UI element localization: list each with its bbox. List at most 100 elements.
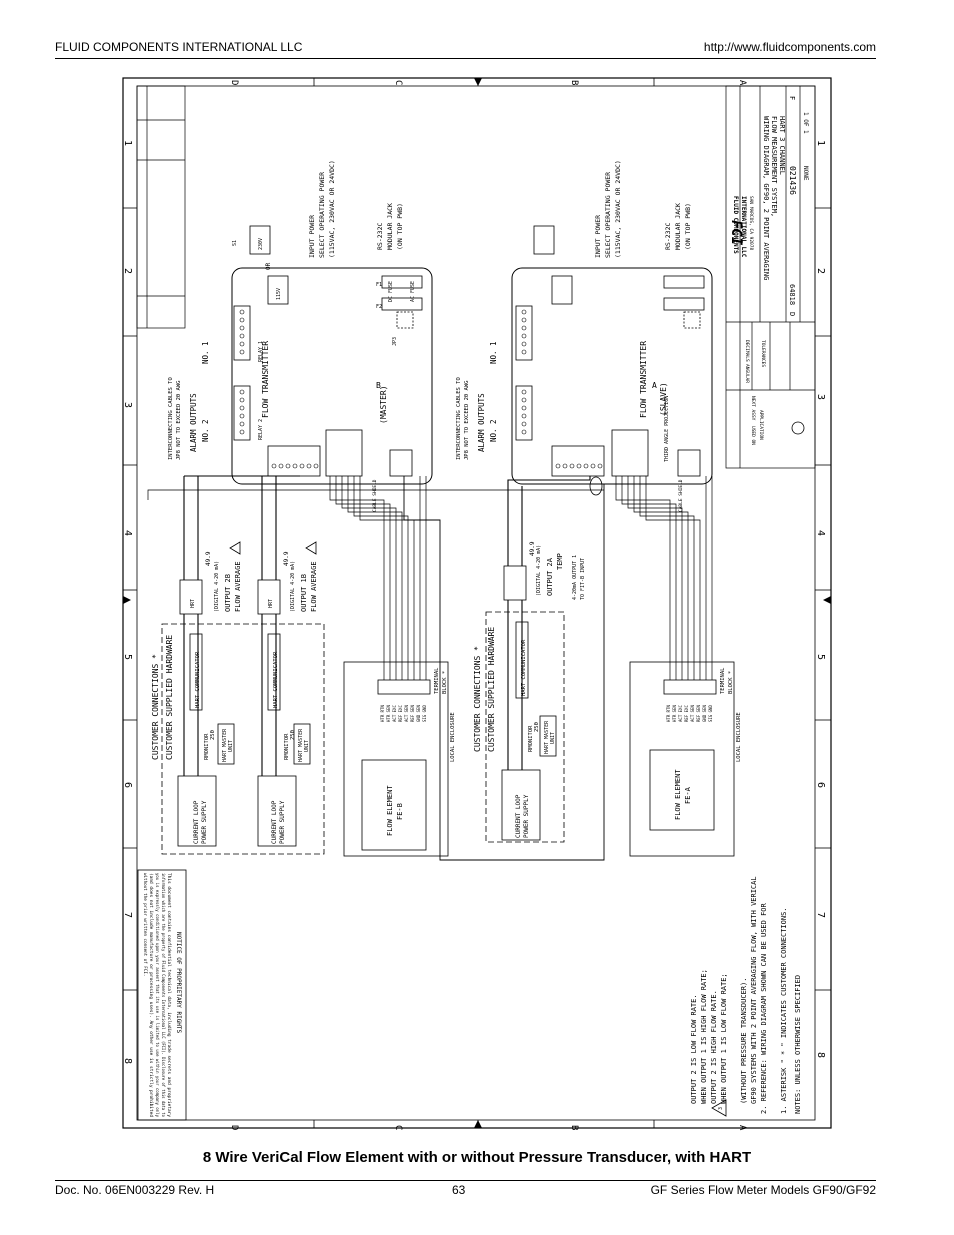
transmitter-a-jp3-block (611, 429, 649, 477)
border-row-d-bottom: D (229, 1125, 239, 1130)
element-a-body (649, 749, 715, 831)
proprietary-title: NOTICE OF PROPRIETARY RIGHTS (175, 932, 182, 1034)
footer-doc-number: Doc. No. 06EN003229 Rev. H (55, 1183, 215, 1197)
border-col-4-left: 4 (122, 530, 133, 536)
element-a-pin-8: SIG GND (708, 705, 713, 722)
title-block-used-on: USED ON (750, 426, 756, 445)
border-row-a-top: A (737, 80, 747, 86)
transmitter-b-rs232-1: RS-232C (376, 223, 384, 250)
center-mark-right (823, 596, 831, 604)
transmitter-a-alarm-no1: NO. 1 (489, 341, 498, 364)
customer-b-out2-2: OUTPUT 2B (224, 574, 232, 612)
border-col-8-left: 8 (122, 1058, 133, 1064)
company-url[interactable]: http://www.fluidcomponents.com (703, 40, 876, 54)
transmitter-a-jp7 (677, 449, 701, 477)
element-b-pin-8: SIG GND (422, 705, 427, 722)
transmitter-b-s1: S1 (232, 240, 238, 246)
border-row-c-bottom: C (393, 1125, 403, 1130)
element-b-terminal (377, 679, 431, 695)
element-b: FLOW ELEMENT FE-B LOCAL ENCLOSURE TERMIN… (329, 476, 456, 857)
element-a-pin-3: ACT EXC (678, 705, 683, 722)
transmitter-a-switch-115 (551, 275, 573, 305)
customer-a-out-3: TEMP (556, 553, 564, 570)
transmitter-a-jp3-jack (683, 311, 701, 329)
notes-n3c: WHEN OUTPUT 1 IS HIGH FLOW RATE; (700, 969, 708, 1104)
transmitter-b: FLOW TRANSMITTER B (MASTER) INTERCONNECT… (168, 160, 433, 485)
title-block-fscm: 64818 (788, 284, 796, 305)
transmitter-b-switch-230 (249, 225, 271, 255)
transmitter-b-power-2: SELECT OPERATING POWER (318, 172, 326, 258)
transmitter-b-interconnect-1: INTERCONNECTING CABLES TO (168, 377, 174, 460)
figure-caption: 8 Wire VeriCal Flow Element with or with… (202, 1149, 752, 1166)
customer-b-hrt: HRT (190, 599, 196, 608)
proprietary-line-1: This document contains confidential tech… (167, 873, 172, 1118)
customer-b-note3-triangle-2 (305, 541, 317, 555)
customer-a: CUSTOMER CONNECTIONS * CUSTOMER SUPPLIED… (473, 476, 603, 843)
notes-n3a: WHEN OUTPUT 1 IS LOW FLOW RATE; (720, 973, 728, 1104)
element-b-terminal-2: BLOCK * (442, 671, 448, 694)
customer-b-out2-3: FLOW AVERAGE (234, 561, 242, 612)
company-name: FLUID COMPONENTS INTERNATIONAL LLC (55, 40, 303, 54)
customer-a-loop-1: CURRENT LOOP (515, 794, 522, 838)
customer-b-hart-master-2: UNIT (228, 740, 234, 752)
transmitter-a-letter: A (652, 381, 657, 390)
transmitter-a-interconnect-2: JP8 NOT TO EXCEED 20 AWG (464, 381, 470, 460)
footer-page-number: 63 (452, 1183, 466, 1197)
element-a-pin-5: ACT SEN (690, 705, 695, 722)
customer-b-loop-3: CURRENT LOOP (271, 800, 278, 844)
title-block-text: FLUID COMPONENTS INTERNATIONAL LLC SAN M… (664, 96, 809, 462)
element-b-pin-3: ACT EXC (392, 705, 397, 722)
notes-n2a: 2. REFERENCE: WIRING DIAGRAM SHOWN CAN B… (760, 902, 768, 1114)
element-a-pin-6: REF SEN (696, 705, 701, 722)
transmitter-b-rs232-2: MODULAR JACK (386, 203, 394, 250)
element-a-enclosure (629, 661, 735, 857)
element-a-title-1: FLOW ELEMENT (674, 769, 682, 820)
element-b-pin-7: GND SEN (416, 705, 421, 722)
ground-link (147, 489, 604, 500)
title-block-company-3: SAN MARCOS, CA 92078 (748, 196, 754, 250)
transmitter-b-f1 (381, 275, 423, 289)
customer-a-out-2: OUTPUT 2A (546, 557, 554, 596)
element-b-cable-shield: CABLE SHIELD (372, 479, 378, 512)
element-b-title-2: FE-B (396, 803, 404, 820)
transmitter-b-jp3-block (325, 429, 363, 477)
customer-b-loop-supply-2 (257, 775, 297, 847)
transmitter-a-power-1: INPUT POWER (594, 215, 602, 258)
customer-b-hart-comm-2 (267, 633, 281, 711)
customer-a-shield-ring (589, 476, 603, 496)
customer-b-hart-comm (189, 633, 203, 711)
border-cols-right: 8 7 6 5 4 3 2 1 (815, 140, 826, 1058)
title-block-size: D (788, 312, 796, 316)
transmitter-b-terminal-dots (239, 309, 319, 469)
transmitter-b-alarm-no1: NO. 1 (201, 341, 210, 364)
transmitter-a-jp8 (551, 445, 605, 477)
transmitter-a-rs232-1: RS-232C (664, 223, 672, 250)
customer-b-hrt-box (179, 579, 203, 615)
customer-b-title-2: CUSTOMER SUPPLIED HARDWARE (165, 635, 174, 760)
transmitter-a-rs232-2: MODULAR JACK (674, 203, 682, 250)
element-b-body (361, 759, 427, 851)
footer-rule (55, 1180, 876, 1181)
footer-product: GF Series Flow Meter Models GF90/GF92 (650, 1183, 876, 1197)
customer-b-out1-1: (DIGITAL 4-20 mA) (290, 561, 296, 612)
border-col-4-right: 4 (815, 530, 826, 536)
transmitter-b-f1-label: F1 (376, 282, 382, 288)
customer-a-loop-2: POWER SUPPLY (523, 794, 530, 838)
transmitter-b-alarm-no2: NO. 2 (201, 419, 210, 442)
title-block-dwg-no: 021436 (788, 166, 797, 195)
customer-b-loop-1: CURRENT LOOP (193, 800, 200, 844)
border-cols-left: 8 7 6 5 4 3 2 1 (122, 140, 133, 1064)
transmitter-b-f2-label: F2 (376, 304, 382, 310)
element-a-pin-7: GND SEN (702, 705, 707, 722)
customer-b-r49-2: 49.9 (283, 551, 290, 566)
border-col-6-right: 6 (815, 782, 826, 788)
transmitter-b-rs232-3: (ON TOP PWB) (396, 203, 404, 250)
customer-a-hrt-box (503, 565, 527, 601)
transmitter-a-switch-230 (533, 225, 555, 255)
element-a-pin-1: HTR RTN (666, 705, 671, 722)
border-col-7-right: 7 (815, 912, 826, 918)
transmitter-a-alarm-no2: NO. 2 (489, 419, 498, 442)
title-block-company-1: FLUID COMPONENTS (732, 196, 739, 254)
element-a-pin-4: REF EXC (684, 705, 689, 722)
transmitter-a-f1 (663, 275, 705, 289)
